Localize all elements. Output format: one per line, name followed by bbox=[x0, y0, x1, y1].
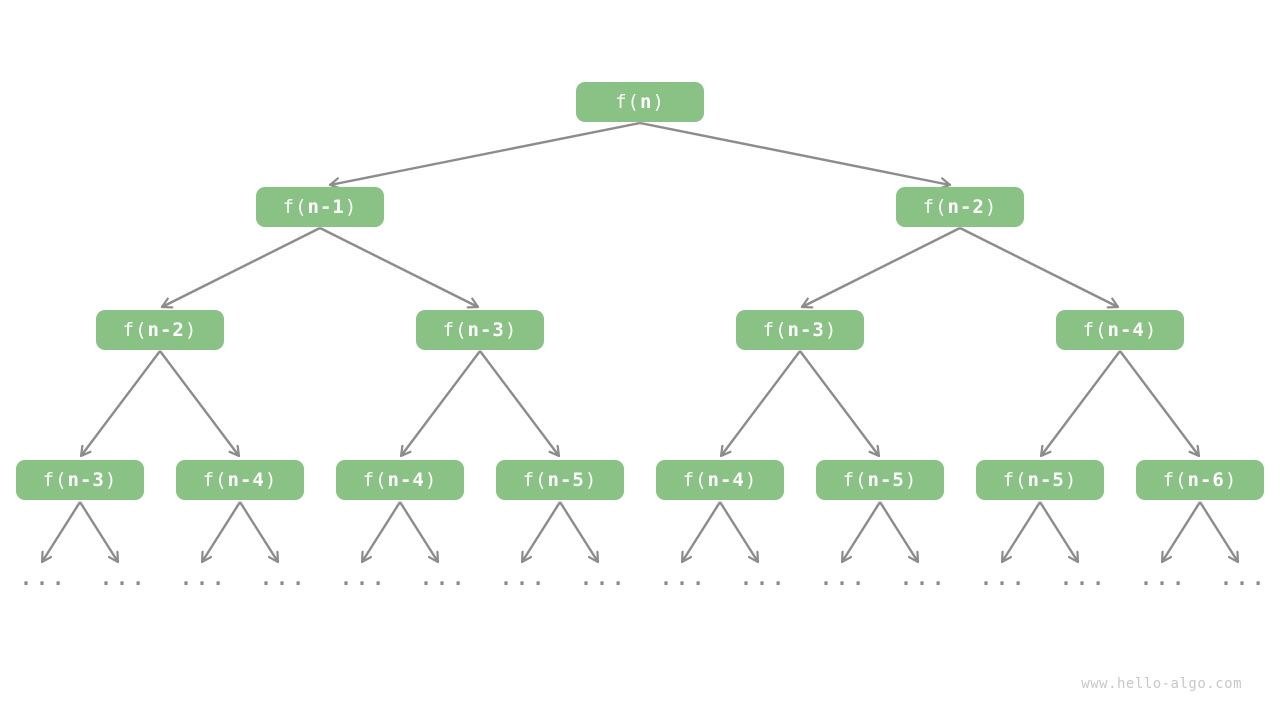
node-label-suffix: ) bbox=[1144, 318, 1158, 341]
node-label-prefix: f( bbox=[442, 318, 468, 341]
node-label-suffix: ) bbox=[104, 468, 118, 491]
leaf-ellipsis: ... bbox=[340, 566, 389, 590]
tree-node: f(n-2) bbox=[896, 187, 1024, 227]
node-label-suffix: ) bbox=[424, 468, 438, 491]
node-label-arg: n-1 bbox=[307, 195, 345, 218]
leaf-ellipsis: ... bbox=[580, 566, 629, 590]
leaf-ellipsis: ... bbox=[820, 566, 869, 590]
node-label-suffix: ) bbox=[824, 318, 838, 341]
node-label-prefix: f( bbox=[282, 195, 308, 218]
node-label-arg: n-2 bbox=[947, 195, 985, 218]
watermark: www.hello-algo.com bbox=[1081, 676, 1242, 692]
node-label-prefix: f( bbox=[522, 468, 548, 491]
node-label-suffix: ) bbox=[264, 468, 278, 491]
tree-node: f(n-6) bbox=[1136, 460, 1264, 500]
node-label-arg: n-3 bbox=[467, 318, 505, 341]
node-label-prefix: f( bbox=[42, 468, 68, 491]
tree-node: f(n-4) bbox=[336, 460, 464, 500]
node-label-prefix: f( bbox=[762, 318, 788, 341]
leaf-ellipsis: ... bbox=[260, 566, 309, 590]
node-label-prefix: f( bbox=[1002, 468, 1028, 491]
node-label-suffix: ) bbox=[1064, 468, 1078, 491]
node-label-arg: n-4 bbox=[227, 468, 265, 491]
node-label-suffix: ) bbox=[344, 195, 358, 218]
tree-node: f(n-5) bbox=[816, 460, 944, 500]
leaf-ellipsis: ... bbox=[980, 566, 1029, 590]
leaf-ellipsis: ... bbox=[660, 566, 709, 590]
leaf-ellipsis: ... bbox=[740, 566, 789, 590]
node-label-arg: n bbox=[639, 90, 653, 113]
node-label-suffix: ) bbox=[504, 318, 518, 341]
node-label-prefix: f( bbox=[842, 468, 868, 491]
node-label-arg: n-4 bbox=[1107, 318, 1145, 341]
node-label-prefix: f( bbox=[1082, 318, 1108, 341]
leaf-ellipsis: ... bbox=[20, 566, 69, 590]
node-label-arg: n-5 bbox=[547, 468, 585, 491]
node-label-suffix: ) bbox=[184, 318, 198, 341]
tree-node: f(n-3) bbox=[736, 310, 864, 350]
leaf-ellipsis: ... bbox=[900, 566, 949, 590]
leaf-ellipsis: ... bbox=[180, 566, 229, 590]
tree-node: f(n-4) bbox=[1056, 310, 1184, 350]
node-label-prefix: f( bbox=[682, 468, 708, 491]
tree-node: f(n-3) bbox=[16, 460, 144, 500]
node-label-arg: n-5 bbox=[867, 468, 905, 491]
node-label-arg: n-5 bbox=[1027, 468, 1065, 491]
node-label-arg: n-4 bbox=[387, 468, 425, 491]
node-label-suffix: ) bbox=[744, 468, 758, 491]
node-label-prefix: f( bbox=[122, 318, 148, 341]
node-label-suffix: ) bbox=[904, 468, 918, 491]
tree-node: f(n-3) bbox=[416, 310, 544, 350]
tree-node: f(n-5) bbox=[496, 460, 624, 500]
tree-node: f(n-2) bbox=[96, 310, 224, 350]
node-label-prefix: f( bbox=[202, 468, 228, 491]
node-label-prefix: f( bbox=[615, 90, 640, 113]
node-label-arg: n-3 bbox=[787, 318, 825, 341]
leaf-ellipsis: ... bbox=[1060, 566, 1109, 590]
node-label-suffix: ) bbox=[1224, 468, 1238, 491]
leaf-ellipsis: ... bbox=[1220, 566, 1269, 590]
leaf-ellipsis: ... bbox=[100, 566, 149, 590]
node-label-arg: n-3 bbox=[67, 468, 105, 491]
node-label-prefix: f( bbox=[922, 195, 948, 218]
node-label-suffix: ) bbox=[652, 90, 665, 113]
tree-node: f(n-4) bbox=[656, 460, 784, 500]
tree-node: f(n-5) bbox=[976, 460, 1104, 500]
node-label-suffix: ) bbox=[984, 195, 998, 218]
node-label-prefix: f( bbox=[1162, 468, 1188, 491]
node-label-prefix: f( bbox=[362, 468, 388, 491]
node-label-arg: n-6 bbox=[1187, 468, 1225, 491]
node-label-suffix: ) bbox=[584, 468, 598, 491]
leaf-ellipsis: ... bbox=[420, 566, 469, 590]
tree-node: f(n-4) bbox=[176, 460, 304, 500]
node-label-arg: n-4 bbox=[707, 468, 745, 491]
tree-node: f(n-1) bbox=[256, 187, 384, 227]
leaf-ellipsis: ... bbox=[1140, 566, 1189, 590]
node-label-arg: n-2 bbox=[147, 318, 185, 341]
leaf-ellipsis: ... bbox=[500, 566, 549, 590]
tree-node-root: f(n) bbox=[576, 82, 704, 122]
